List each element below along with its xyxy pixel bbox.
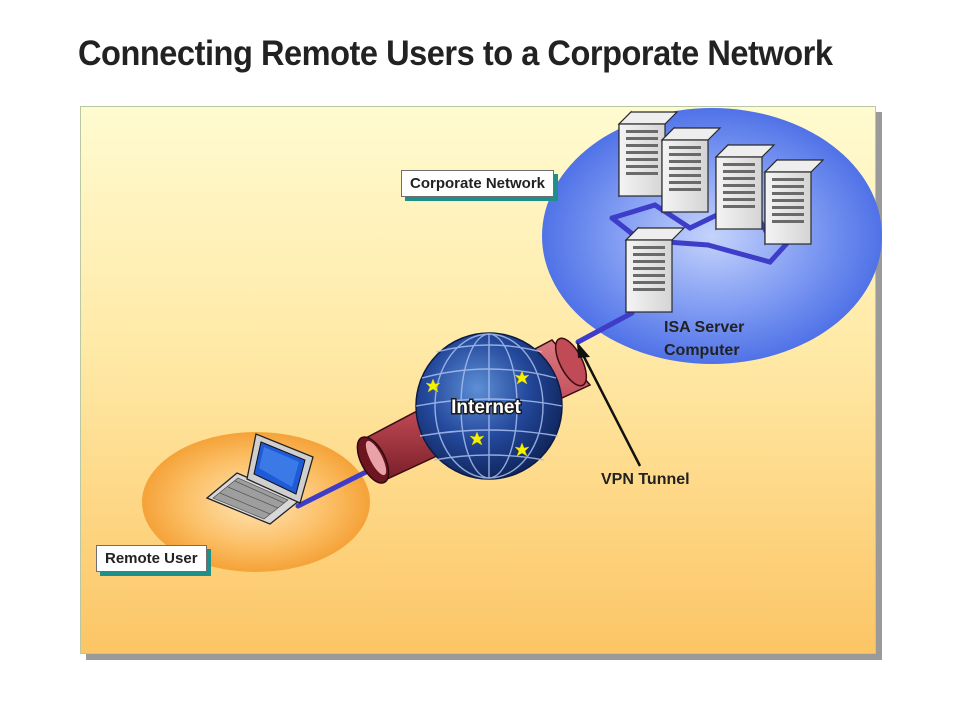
- globe-icon: [415, 332, 563, 480]
- laptop-icon: [205, 433, 314, 525]
- isa-server-label-line2: Computer: [664, 342, 740, 359]
- vpn-cable-laptop: [295, 469, 369, 509]
- remote-user-label: Remote User: [96, 545, 207, 572]
- corporate-network-label: Corporate Network: [401, 170, 555, 197]
- isa-server-label-line1: ISA Server: [664, 319, 745, 336]
- vpn-cable-isa: [575, 310, 635, 345]
- isa-server-label: ISA Server Computer: [664, 316, 744, 362]
- page-title: Connecting Remote Users to a Corporate N…: [78, 34, 833, 73]
- vpn-tunnel-pointer: [577, 342, 642, 467]
- vpn-tunnel-label: VPN Tunnel: [601, 471, 690, 488]
- internet-label: Internet: [451, 397, 521, 418]
